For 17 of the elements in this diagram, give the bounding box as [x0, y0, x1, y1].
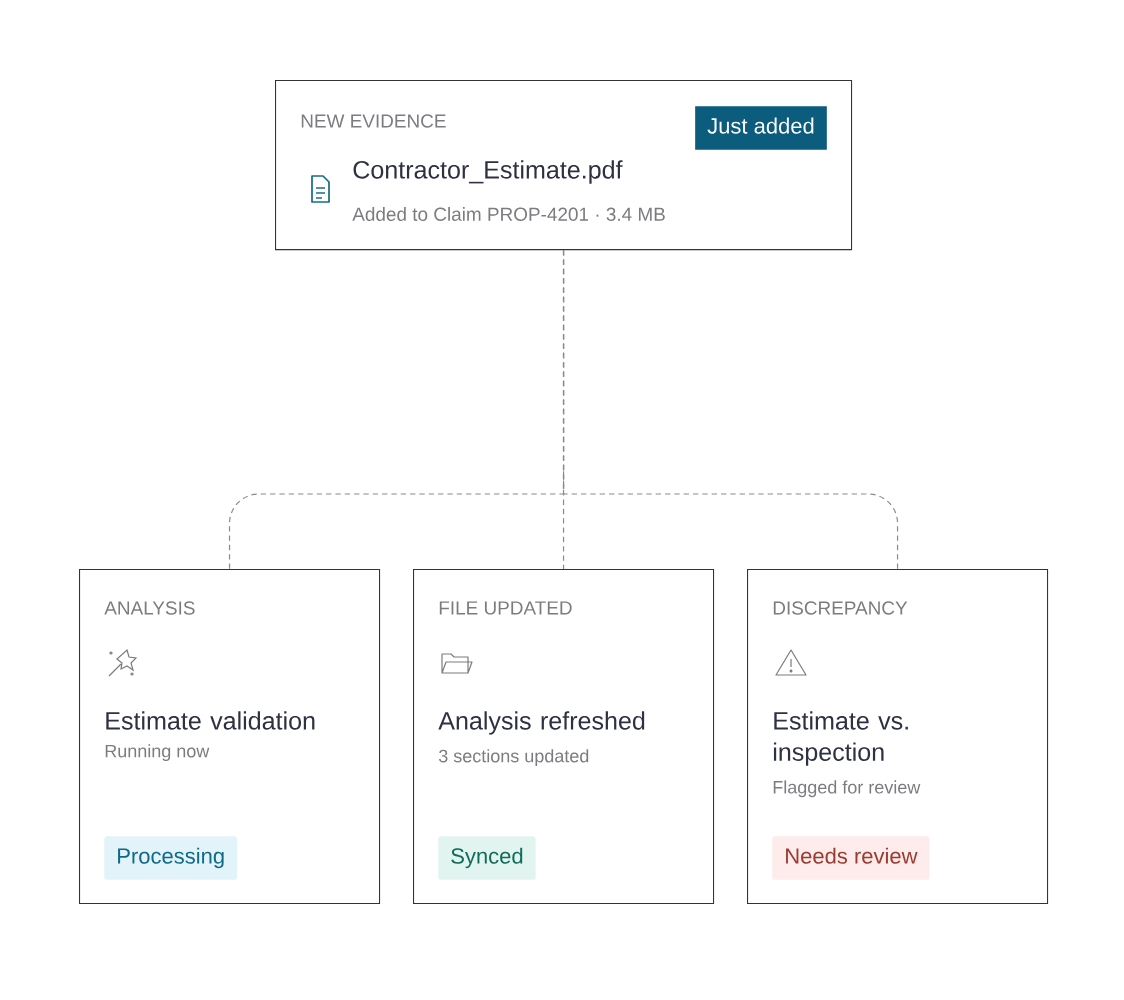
- status-badge: Processing: [104, 836, 238, 880]
- file-name: Contractor_Estimate.pdf: [353, 160, 623, 184]
- status-badge: Synced: [438, 836, 536, 880]
- status-badge: Just added: [695, 106, 827, 150]
- file-details: Added to Claim PROP-4201 · 3.4 MB: [352, 207, 665, 221]
- section-label: ANALYSIS: [104, 601, 195, 615]
- status-badge: Needs review: [772, 836, 930, 880]
- status-text: Running now: [105, 744, 210, 761]
- section-label: DISCREPANCY: [773, 601, 908, 615]
- status-text: Flagged for review: [773, 780, 921, 798]
- status-text: 3 sections updated: [438, 749, 589, 766]
- section-label: NEW EVIDENCE: [301, 114, 446, 128]
- card-title: Estimate vs. inspection: [773, 711, 908, 766]
- connector-line: [562, 249, 899, 570]
- card-title: Estimate validation: [106, 711, 315, 730]
- card-title: Analysis refreshed: [438, 711, 645, 735]
- section-label: FILE UPDATED: [439, 601, 572, 615]
